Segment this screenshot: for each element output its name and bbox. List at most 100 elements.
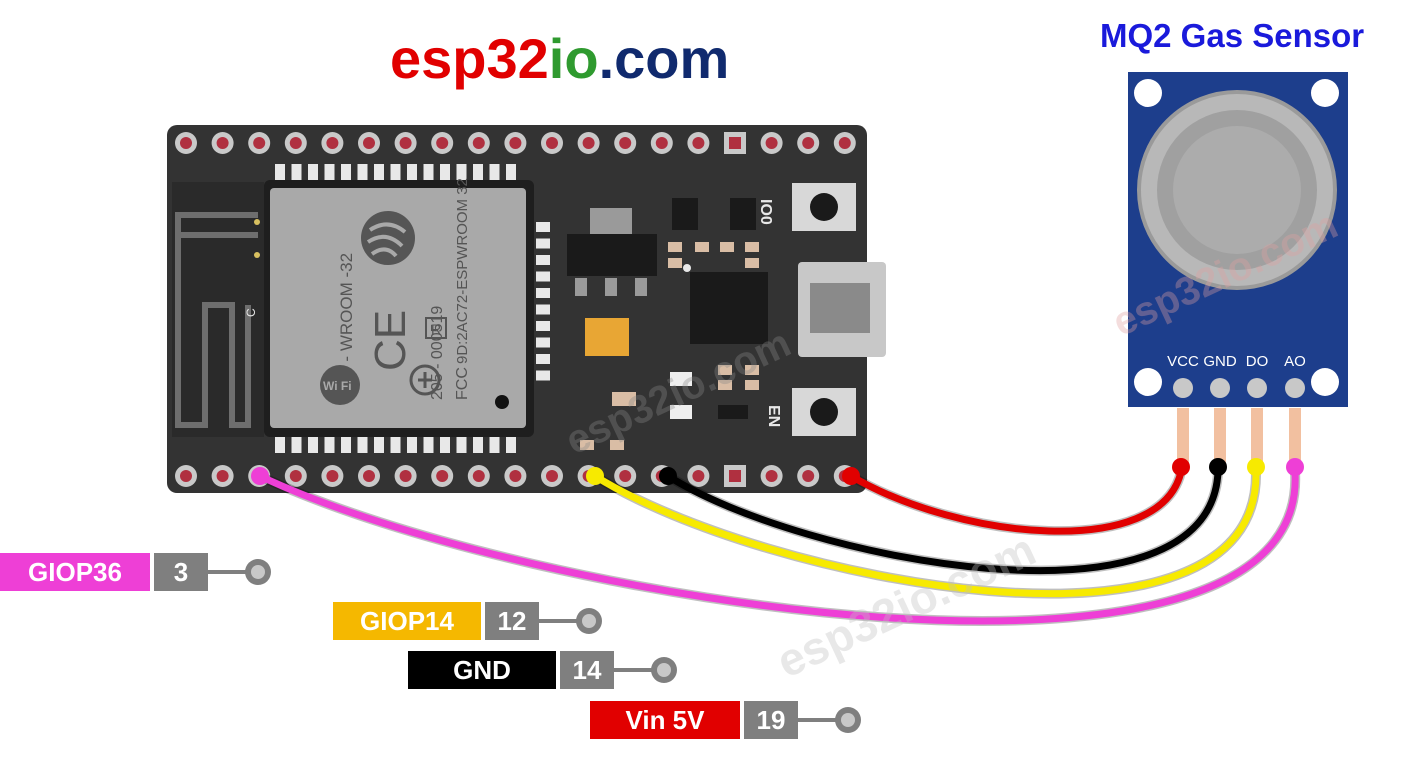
watermark-wires: esp32io.com — [769, 523, 1044, 688]
vin-wire-end-board — [842, 467, 860, 485]
module-pad-bottom-13 — [473, 437, 483, 453]
top-pin-hole-8 — [436, 137, 449, 149]
gnd-wire-end-board — [659, 467, 677, 485]
resistor-1 — [612, 392, 636, 406]
antenna-dot-2 — [254, 252, 260, 258]
antenna-dot-1 — [254, 219, 260, 225]
io0-label: IO0 — [757, 199, 774, 225]
legend-pin-box — [154, 553, 208, 591]
sensor-title: MQ2 Gas Sensor — [1100, 17, 1364, 54]
module-pad-bottom-10 — [423, 437, 434, 453]
sensor-lead-gnd — [1214, 408, 1226, 466]
legend-pin-dot-inner — [841, 713, 855, 727]
transistor-1 — [672, 198, 698, 230]
sensor-pin-do — [1247, 378, 1267, 398]
module-pad-side-5 — [536, 288, 550, 298]
legend-label-box — [0, 553, 150, 591]
bottom-pin-hole-15 — [692, 470, 705, 482]
registered-mark-icon: R — [425, 317, 447, 339]
antenna-label: C — [244, 308, 258, 317]
legend-label-box — [408, 651, 556, 689]
module-pad-top-3 — [308, 164, 318, 180]
usb-uart-chip — [690, 272, 768, 344]
smd-part-3 — [720, 242, 734, 252]
en-button[interactable] — [810, 398, 838, 426]
module-pin1-dot — [495, 395, 509, 409]
module-pad-top-10 — [423, 164, 434, 180]
io0-button[interactable] — [810, 193, 838, 221]
smd-part-7 — [718, 365, 732, 375]
legend-label-box — [333, 602, 481, 640]
gpio36-wire — [258, 471, 1299, 625]
mount-hole-tl — [1134, 79, 1162, 107]
module-bottom-pads — [275, 437, 516, 453]
module-pad-side-6 — [536, 304, 550, 315]
gpio36-wire-end-board — [251, 467, 269, 485]
bottom-pin-hole-7 — [399, 470, 412, 482]
legend-pin-number: 19 — [757, 705, 786, 735]
legend-label: GIOP36 — [28, 557, 122, 587]
module-pad-bottom-7 — [374, 437, 384, 453]
sensor-pin-label-gnd: GND — [1203, 353, 1237, 370]
transistor-2 — [730, 198, 756, 230]
gpio14-wire-end-sensor — [1247, 458, 1265, 476]
vin-wire — [849, 471, 1185, 535]
bottom-pin-hole-11 — [546, 470, 558, 482]
site-title-part1: esp32 — [390, 27, 549, 90]
legend-pin-dot-inner — [582, 614, 596, 628]
module-pad-bottom-6 — [357, 437, 368, 453]
module-pad-top-7 — [374, 164, 384, 180]
module-pad-side-1 — [536, 222, 550, 232]
legend-label: GND — [453, 655, 511, 685]
legend-pin-dot-inner — [251, 565, 265, 579]
module-pad-top-13 — [473, 164, 483, 180]
regulator-leg-3 — [635, 278, 647, 296]
legend-label-box — [590, 701, 740, 739]
sensor-lead-do — [1251, 408, 1263, 466]
smd-part-10 — [745, 380, 759, 390]
top-pin-hole-13 — [619, 137, 632, 149]
smd-part-4 — [745, 242, 759, 252]
diode — [718, 405, 748, 419]
smd-part-5 — [668, 258, 682, 268]
gnd-wire — [666, 471, 1222, 575]
module-pad-top-12 — [456, 164, 467, 180]
module-top-pads — [275, 164, 516, 180]
capacitor-band — [567, 318, 585, 356]
legend-pin-dot-inner — [657, 663, 671, 677]
top-pin-hole-4 — [289, 137, 302, 149]
smd-part-8 — [745, 365, 759, 375]
bottom-pin-hole-8 — [436, 470, 449, 482]
wires — [251, 458, 1304, 626]
mount-hole-br — [1311, 368, 1339, 396]
module-pad-top-1 — [275, 164, 285, 180]
sensor-lead-vcc — [1177, 408, 1189, 466]
top-pin-hole-15 — [692, 137, 705, 149]
bottom-pin-hole-18 — [802, 470, 815, 482]
top-pin-hole-19 — [838, 137, 851, 149]
top-pin-hole-12 — [582, 137, 595, 149]
bottom-pin-hole-4 — [289, 470, 302, 482]
bottom-pin-hole-16 — [729, 470, 741, 482]
micro-usb-opening — [810, 283, 870, 333]
bottom-pin-hole-5 — [326, 470, 339, 482]
legend-pin-box — [744, 701, 798, 739]
smd-part-1 — [668, 242, 682, 252]
led-1 — [670, 372, 692, 386]
sensor-pin-label-vcc: VCC — [1167, 353, 1199, 370]
top-pin-hole-10 — [509, 137, 522, 149]
legend-pin-box — [560, 651, 614, 689]
bottom-pin-hole-6 — [363, 470, 375, 482]
module-text-group: ESP - WROOM -32 205 - 000519 FCC 9D:2AC7… — [337, 178, 471, 400]
legend-pin-number: 14 — [573, 655, 602, 685]
site-title-part3: .com — [599, 27, 730, 90]
fcc-logo-icon — [409, 364, 441, 396]
led-2 — [670, 405, 692, 419]
legend-pin-number: 12 — [498, 606, 527, 636]
legend-pin-number: 3 — [174, 557, 188, 587]
ce-mark: CE — [366, 310, 415, 371]
